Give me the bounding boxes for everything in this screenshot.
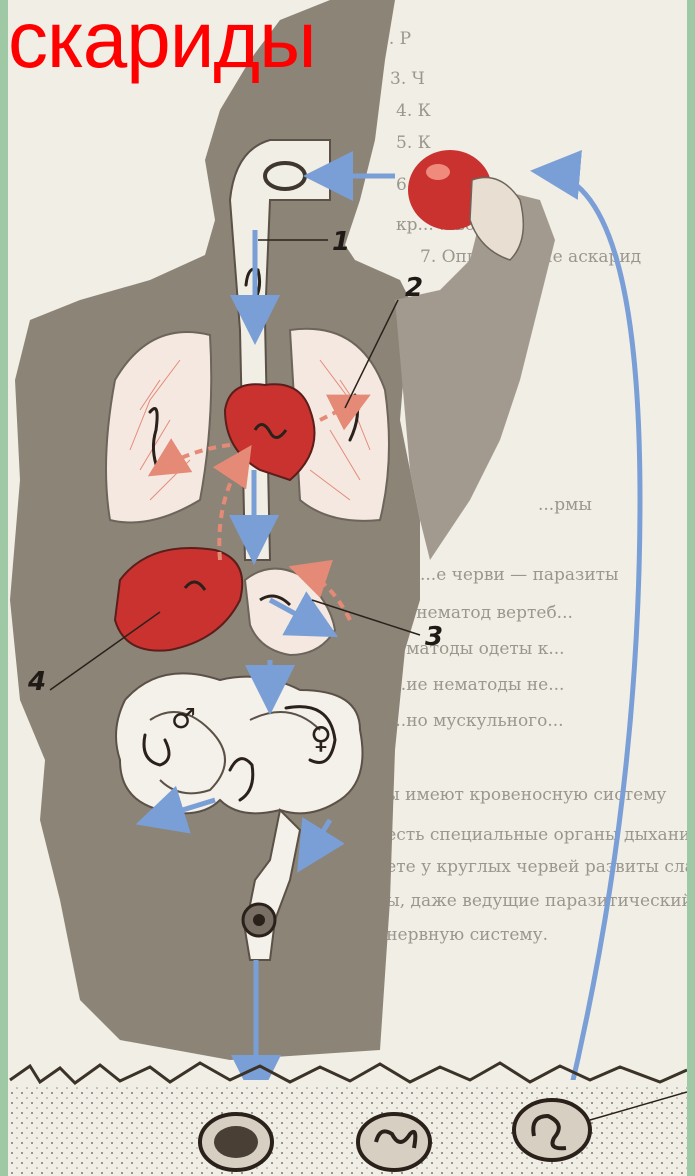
- label-3: 3: [425, 622, 443, 652]
- female-symbol: ♀: [310, 721, 332, 756]
- book-line: ...матоды одеты к...: [390, 639, 565, 659]
- book-line: 3. Ч: [390, 69, 425, 89]
- diagram-page: 2. Р 3. Ч 4. К 5. К 6. К кр... ...вой? 7…: [8, 0, 687, 1176]
- label-2: 2: [405, 273, 423, 303]
- book-line: ...нервную систему.: [370, 925, 548, 945]
- label-1: 1: [332, 227, 350, 257]
- book-line: ...нематод вертеб...: [400, 603, 573, 623]
- egg-in-intestine: [243, 904, 275, 936]
- book-line: ...но мускульного...: [390, 711, 564, 731]
- apple-in-hand: [408, 150, 523, 260]
- book-line: ...рмы: [538, 495, 592, 515]
- label-4: 4: [27, 667, 46, 697]
- book-line: 4. К: [396, 101, 431, 121]
- male-symbol: ♂: [171, 702, 196, 735]
- book-line: ...ие нематоды не...: [390, 675, 564, 695]
- book-line: ...е черви — паразиты: [420, 565, 619, 585]
- ascaris-lifecycle-diagram: 2. Р 3. Ч 4. К 5. К 6. К кр... ...вой? 7…: [8, 0, 687, 1176]
- slide-title: скариды: [8, 0, 316, 80]
- book-line: 5. К: [396, 133, 431, 153]
- book-line: ...ы, даже ведущие паразитический об...: [370, 891, 687, 911]
- book-line: ...есть специальные органы дыхание: [370, 825, 687, 845]
- book-line: ...ете у круглых червей развиты слабо.: [370, 857, 687, 877]
